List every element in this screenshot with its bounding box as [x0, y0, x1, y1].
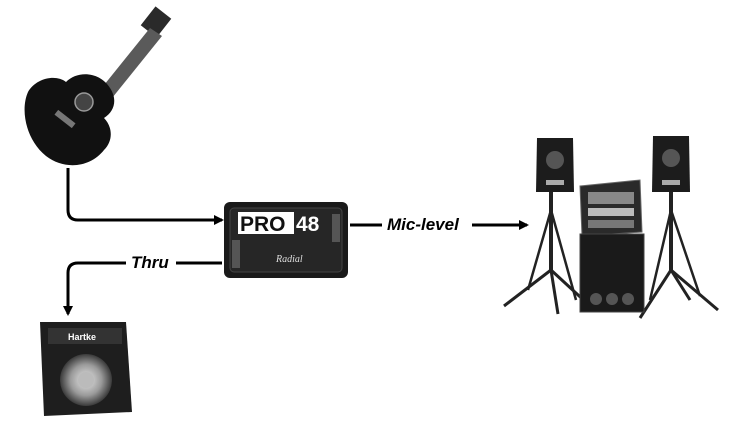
di-maker-logo: Radial [275, 254, 303, 265]
mic-level-label: Mic-level [387, 215, 460, 234]
cable-guitar-to-di [66, 168, 224, 225]
di-box-icon: PRO 48 Radial [224, 202, 348, 278]
acoustic-guitar-icon [24, 6, 172, 166]
di-brand-number: 48 [296, 213, 320, 236]
pa-system-icon [503, 136, 719, 319]
bass-amp-icon: Hartke [40, 322, 132, 416]
thru-label: Thru [131, 253, 169, 272]
cable-thru-to-amp [63, 261, 126, 316]
di-brand-pro: PRO [240, 213, 286, 236]
amp-brand-logo: Hartke [68, 332, 96, 342]
